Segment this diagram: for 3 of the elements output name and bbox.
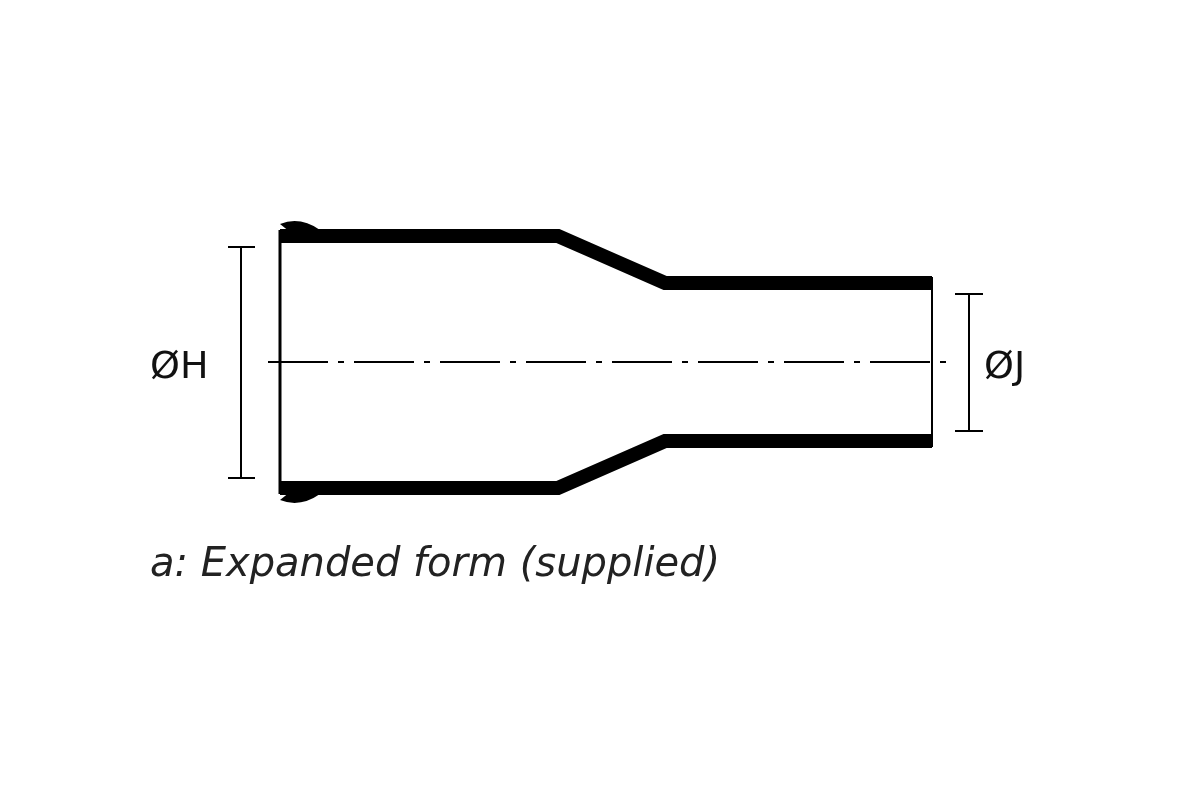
dimension-label: ØJ [984, 343, 1026, 387]
caption: a: Expanded form (supplied) [150, 538, 721, 586]
dimension-label: ØH [150, 343, 209, 387]
